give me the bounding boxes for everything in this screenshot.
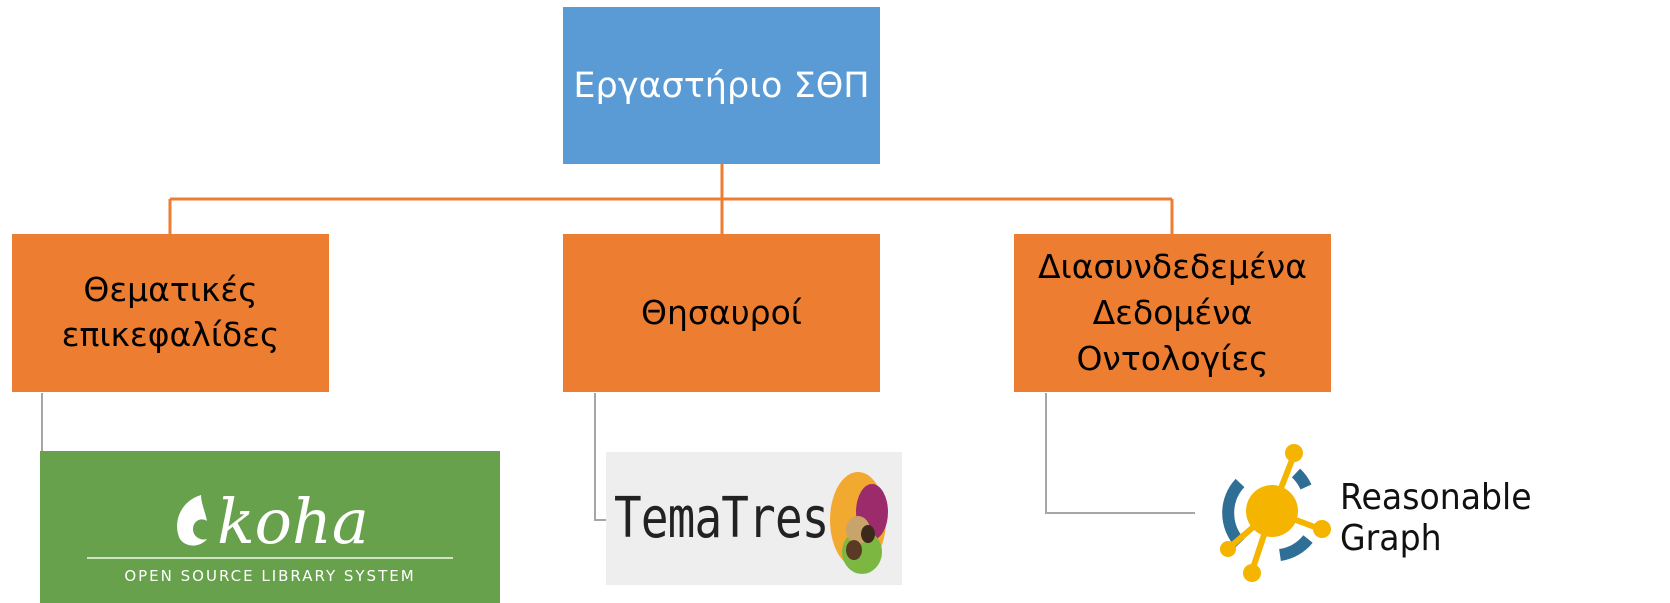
logo-link-tematres [594,393,606,521]
child-node-label-line: Θησαυροί [641,292,802,332]
koha-tagline: OPEN SOURCE LIBRARY SYSTEM [124,567,416,585]
koha-leaf-icon [177,495,208,546]
child-node-label-line: Οντολογίες [1076,339,1269,379]
reasonable-graph-brand-text: Reasonable Graph [1340,477,1532,559]
child-node-thesauri: Θησαυροί [563,234,880,392]
reasonable-graph-icon [1220,444,1331,582]
koha-wordmark: koha [40,485,500,558]
child-node-label-line: Δεδομένα [1092,292,1253,332]
koha-brand-text: koha [217,485,369,558]
tematres-brand-text: TemaTres [614,486,829,551]
koha-logo: koha OPEN SOURCE LIBRARY SYSTEM [40,451,500,603]
root-node-label: Εργαστήριο ΣΘΠ [573,65,870,106]
root-node: Εργαστήριο ΣΘΠ [563,7,880,164]
logo-link-reasonable-graph [1045,393,1195,514]
child-node-label-line: Διασυνδεδεμένα [1037,246,1307,286]
tematres-logo: TemaTres [606,452,902,585]
child-node-label-line: Θεματικές [83,270,258,310]
tematres-sphere-icon [830,472,888,574]
child-node-subject-headings: Θεματικές επικεφαλίδες [12,234,329,392]
child-node-label-line: επικεφαλίδες [61,315,280,354]
child-node-linked-data: Διασυνδεδεμένα Δεδομένα Οντολογίες [1014,234,1331,392]
koha-divider [87,557,453,559]
